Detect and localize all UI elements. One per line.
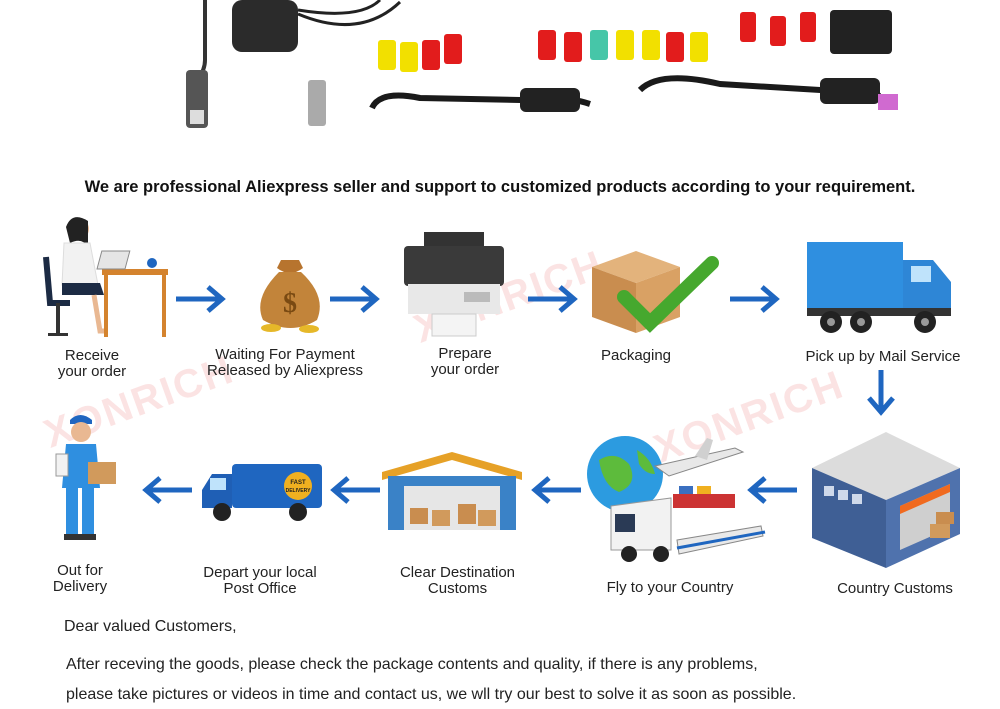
headline: We are professional Aliexpress seller an… <box>84 178 916 196</box>
box-check-icon <box>592 251 719 333</box>
delivery-van-icon: FAST DELIVERY <box>202 464 322 521</box>
blue-truck-icon <box>807 242 951 333</box>
van-text-delivery: DELIVERY <box>286 488 311 494</box>
arrow-left-icon <box>531 476 581 504</box>
message-line-2: please take pictures or videos in time a… <box>66 686 797 703</box>
printer-icon <box>404 232 504 337</box>
van-text-fast: FAST <box>290 480 306 486</box>
arrow-left-icon <box>330 476 380 504</box>
step-label-country-customs: Country Customs <box>837 580 953 597</box>
courier-icon <box>55 415 116 540</box>
message-line-1: After receving the goods, please check t… <box>66 656 758 673</box>
warehouse-icon <box>382 452 522 530</box>
step-label-pick-up: Pick up by Mail Service <box>805 348 961 365</box>
money-bag-icon: $ <box>260 260 320 333</box>
arrow-right-icon <box>730 285 780 313</box>
arrow-left-icon <box>747 476 797 504</box>
woman-at-desk-icon <box>43 217 168 337</box>
arrow-right-icon <box>176 285 226 313</box>
svg-text:$: $ <box>283 288 297 319</box>
step-label-packaging: Packaging <box>600 347 672 364</box>
warehouse-dock-icon <box>812 432 960 568</box>
arrow-left-icon <box>142 476 192 504</box>
product-cables-photo <box>186 0 898 128</box>
arrow-down-icon <box>867 370 895 416</box>
message-greeting: Dear valued Customers, <box>64 618 237 635</box>
arrow-right-icon <box>528 285 578 313</box>
step-label-fly-country: Fly to your Country <box>606 579 734 596</box>
globe-transport-icon <box>587 436 766 562</box>
arrow-right-icon <box>330 285 380 313</box>
